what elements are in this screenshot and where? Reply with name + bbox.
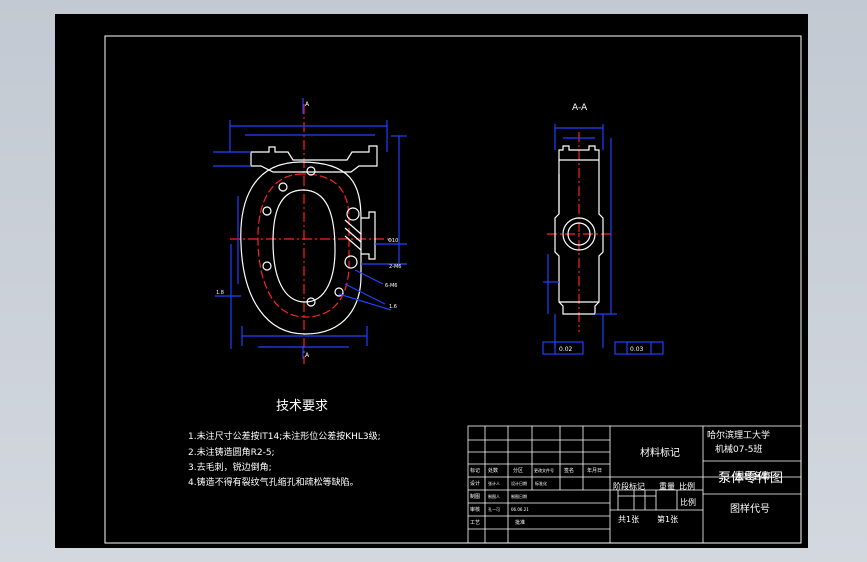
bolt-hole (262, 206, 272, 216)
front-dimensions (213, 98, 407, 359)
section-bore-outer (562, 217, 596, 251)
tb-school: 哈尔滨理工大学 (707, 429, 770, 441)
section-view: A-A (542, 103, 664, 355)
tb-hdr-count: 处数 (488, 467, 498, 474)
tb-hdr-sign: 签名 (564, 467, 574, 474)
title-block-text: 材料标记 哈尔滨理工大学 机械07-5班 泵体零件图 图样名称 图样代号 阶段标… (470, 429, 783, 526)
dim-text-right-1: Φ10 (388, 238, 398, 244)
tb-design-3: 标准化 (535, 480, 547, 486)
tb-scale: 比例 (679, 481, 695, 491)
tb-stage-mark: 阶段标记 (613, 481, 645, 491)
datum-a-top: A (305, 101, 310, 108)
front-dim-text: A A 1.8 Φ10 2-M6 6-M6 1.6 (216, 101, 401, 359)
tb-outer (467, 425, 802, 544)
dim-line (338, 293, 392, 311)
boss-hatch-1 (344, 219, 362, 235)
gdt-frame-right (614, 341, 664, 355)
gdt-box (542, 341, 584, 355)
tb-review-2: 06.06.21 (511, 507, 529, 512)
tb-row-process: 工艺 (470, 520, 480, 526)
tb-drawing-name-overlay: 图样名称 (735, 470, 771, 482)
dim-text-right-4: 1.6 (389, 304, 397, 310)
title-block (467, 425, 802, 544)
tb-row-mark: 标记 (470, 467, 480, 474)
boss-hatch-2 (344, 227, 362, 243)
boss-hatch-3 (344, 235, 362, 251)
tech-item-4: 4.铸造不得有裂纹气孔缩孔和疏松等缺陷。 (188, 476, 359, 488)
tech-item-2: 2.未注铸造圆角R2-5; (188, 446, 275, 458)
front-view: A A 1.8 Φ10 2-M6 6-M6 1.6 (213, 98, 407, 364)
drawing-canvas: A A 1.8 Φ10 2-M6 6-M6 1.6 A-A (104, 35, 802, 544)
bolt-hole (334, 287, 344, 297)
tb-hdr-date: 年月日 (587, 467, 602, 474)
section-bore-inner (567, 222, 591, 246)
body-outer (240, 161, 362, 335)
tb-design-2: 设计日期 (511, 480, 527, 486)
drawing-sheet: A A 1.8 Φ10 2-M6 6-M6 1.6 A-A (55, 14, 808, 548)
side-boss (361, 211, 376, 260)
tech-item-3: 3.去毛刺，锐边倒角; (188, 461, 272, 473)
bolt-hole (344, 255, 358, 269)
tb-hdr-zone: 分区 (513, 467, 523, 474)
dim-text-right-2: 2-M6 (389, 264, 401, 270)
dim-line (354, 269, 384, 285)
gdt-text-2: 0.03 (630, 346, 644, 353)
dim-text-right-3: 6-M6 (385, 283, 397, 289)
tb-draw-2: 制图日期 (511, 493, 527, 499)
tb-sheet-no: 第1张 (657, 514, 678, 524)
tb-drawing-code: 图样代号 (730, 502, 770, 515)
tb-row-review: 审核 (470, 506, 480, 513)
top-flange (250, 145, 378, 173)
gdt-text-1: 0.02 (559, 346, 573, 353)
section-label: A-A (572, 103, 588, 113)
gdt-box (614, 341, 664, 355)
pitch-line (257, 173, 350, 318)
tech-title: 技术要求 (276, 399, 328, 414)
bolt-holes (262, 166, 360, 307)
inner-frame (104, 35, 802, 544)
dim-text-left: 1.8 (216, 290, 224, 296)
tb-drawing-name: 泵体零件图 (718, 471, 783, 486)
bolt-hole (278, 182, 288, 192)
tb-sheets-total: 共1张 (618, 515, 639, 524)
dim-line (344, 283, 386, 305)
tb-draw-1: 制图人 (488, 493, 500, 499)
gdt-frame-left (542, 341, 584, 355)
tb-class: 机械07-5班 (715, 443, 762, 455)
tb-material-mark: 材料标记 (640, 446, 680, 459)
tb-hdr-change: 更改文件号 (534, 467, 554, 473)
datum-a-bottom: A (305, 352, 310, 359)
tb-row-draw: 制图 (470, 493, 480, 500)
section-outline (554, 145, 604, 315)
bolt-hole (306, 166, 316, 176)
bolt-hole (262, 261, 272, 271)
bolt-hole (306, 297, 316, 307)
tb-approve: 批准 (515, 519, 525, 526)
tb-design-1: 张计人 (488, 480, 500, 486)
inner-cavity (272, 189, 336, 303)
tb-row-design: 设计 (470, 480, 480, 487)
tech-requirements: 技术要求 1.未注尺寸公差按IT14;未注形位公差按KHL3级; 2.未注铸造圆… (188, 399, 381, 488)
tb-review-1: 孔一可 (488, 506, 500, 512)
tb-weight: 重量 (659, 481, 675, 491)
tb-scale-2: 比例 (680, 497, 696, 507)
tech-item-1: 1.未注尺寸公差按IT14;未注形位公差按KHL3级; (188, 430, 381, 442)
bolt-hole (346, 207, 360, 221)
